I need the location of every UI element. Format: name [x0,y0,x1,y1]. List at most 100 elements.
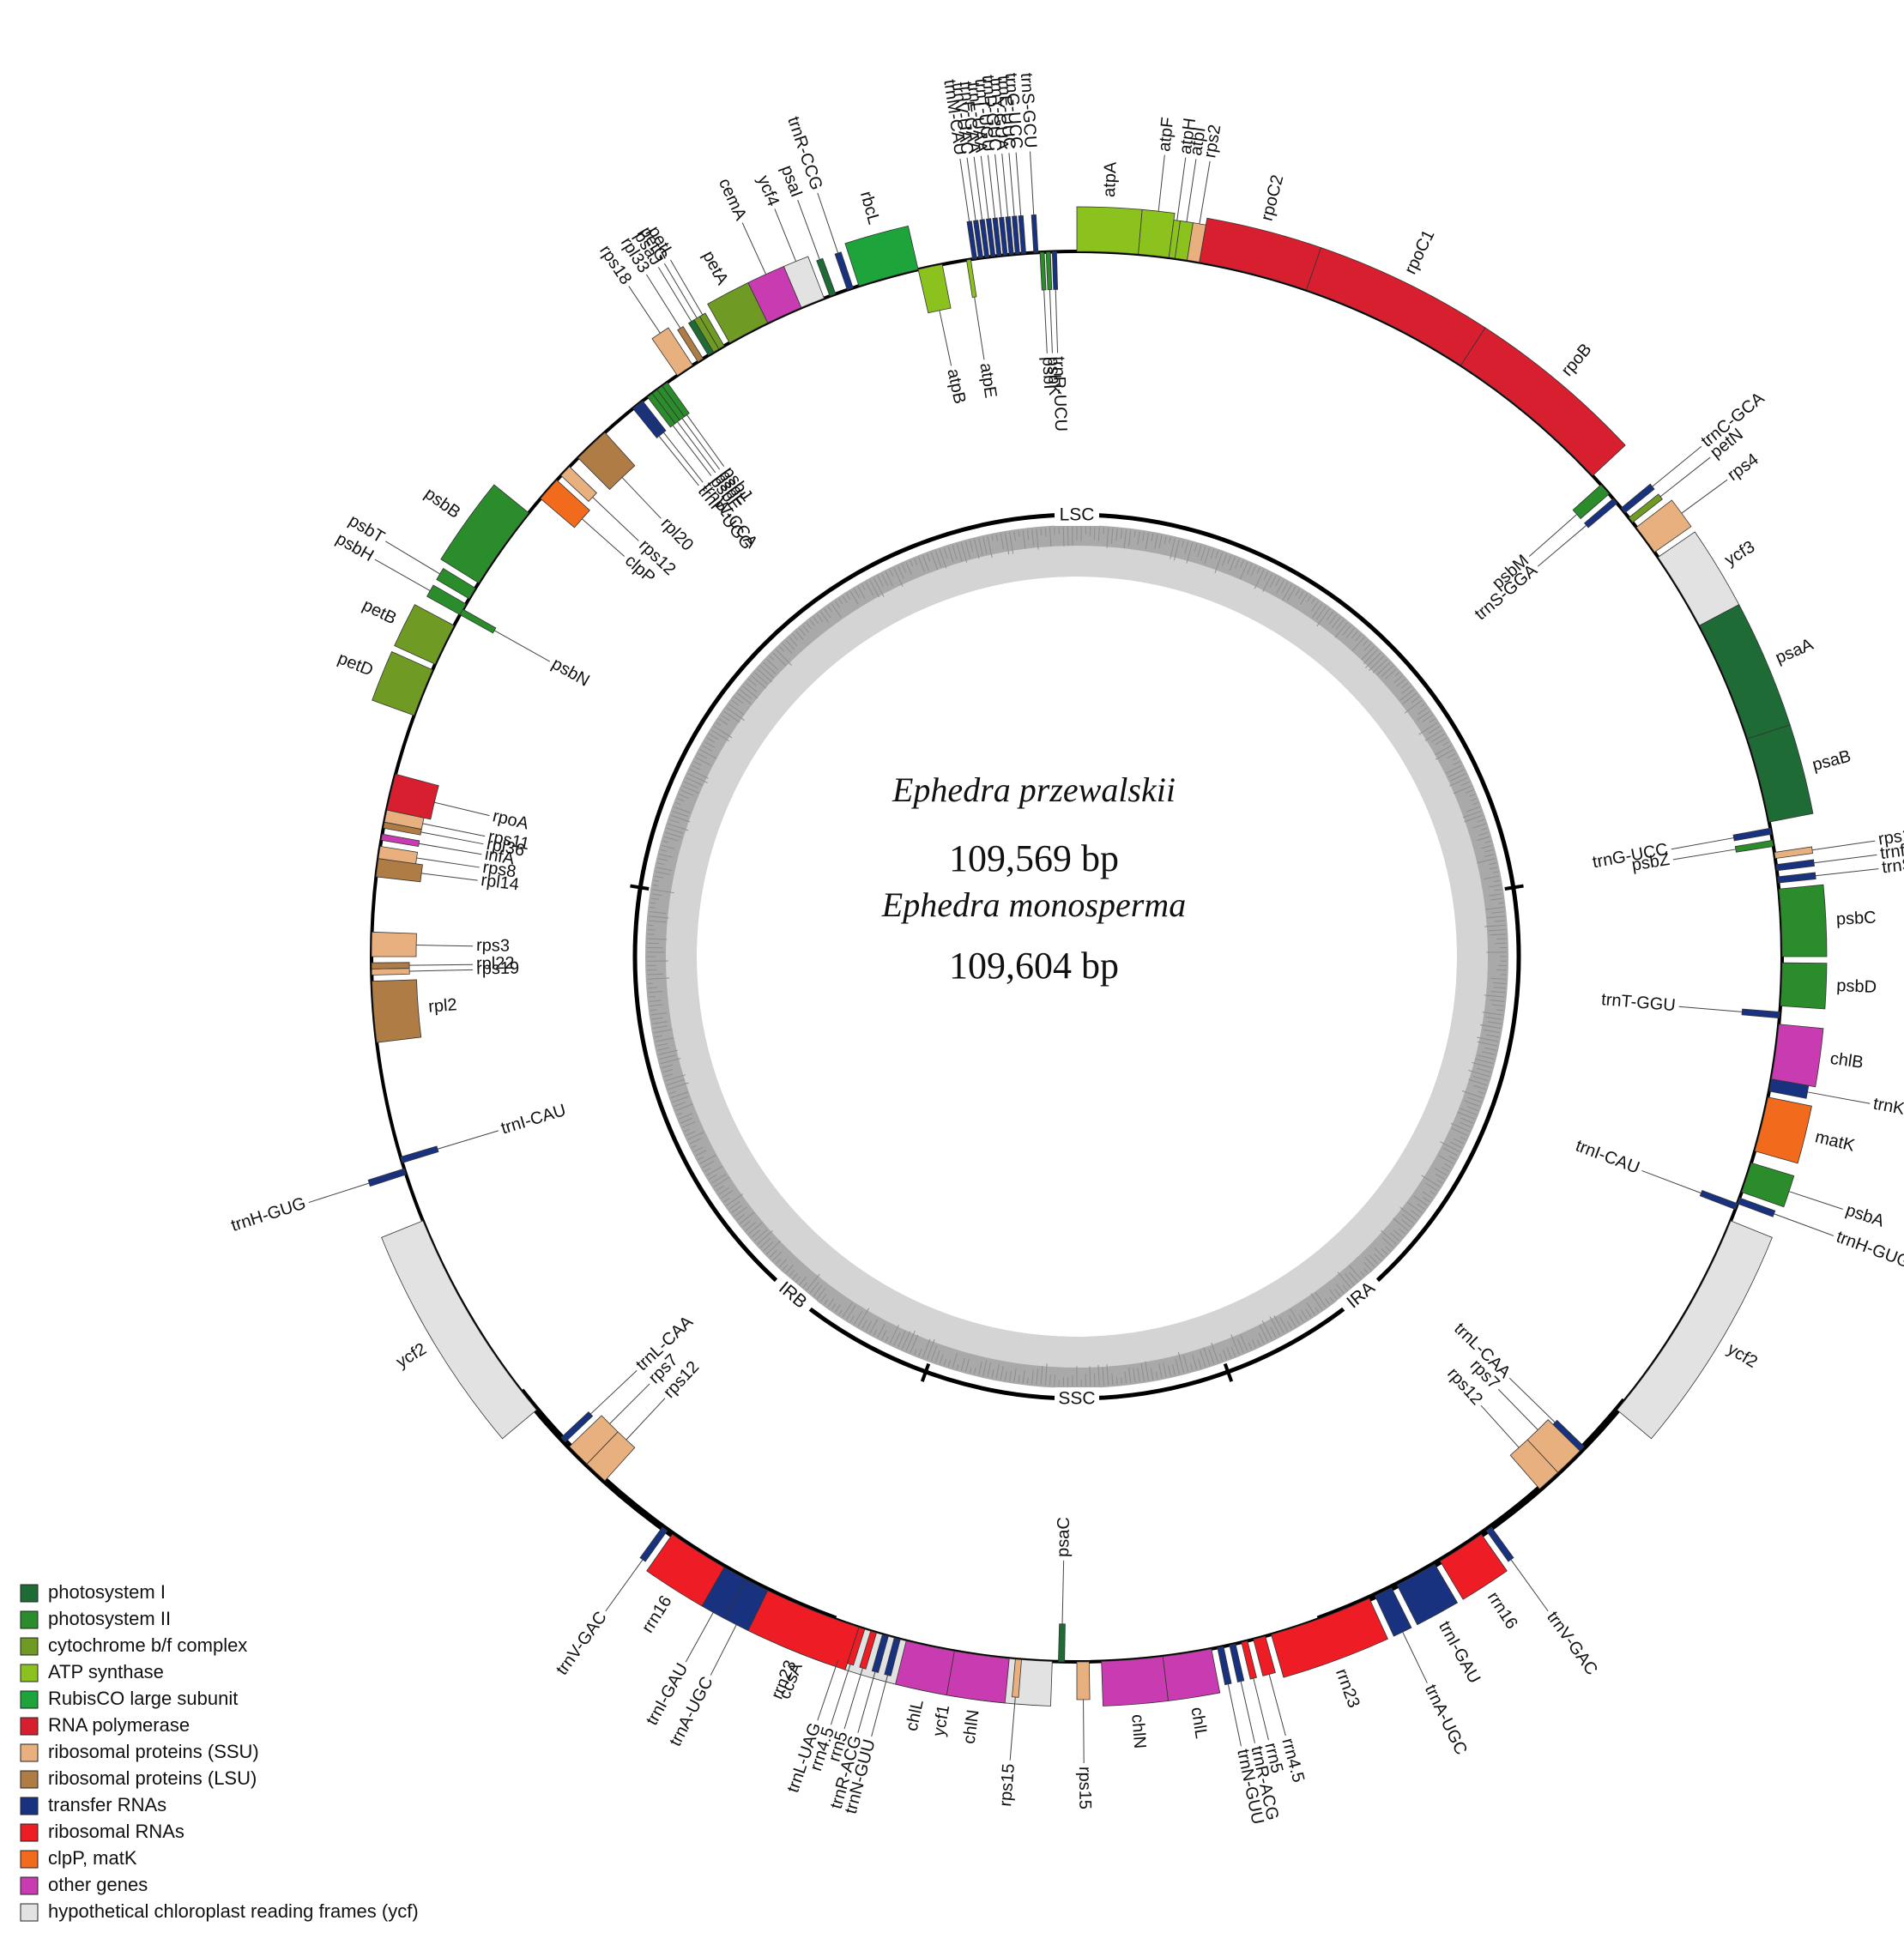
gene-label-ycf2: ycf2 [393,1339,430,1372]
genome-size-1: 109,569 bp [949,837,1119,879]
gene-ycf4 [783,256,825,308]
gene-label-psbn: psbN [548,655,592,691]
legend-swatch-ssu [20,1743,39,1762]
gene-label-rps19: rps19 [476,958,519,978]
species-name-2: Ephedra monosperma [881,885,1186,924]
gene-label-ycf4: ycf4 [753,172,783,208]
gene-label-psaa: psaA [1773,635,1816,667]
gene-trns-gcu [1031,214,1039,253]
gene-label-trna-ugc: trnA-UGC [1421,1682,1471,1758]
region-boundary-tick [1223,1362,1234,1382]
legend-swatch-ycf [20,1903,39,1922]
gene-infa [380,833,420,848]
gene-trnt-ggu [1741,1008,1780,1019]
gene-rps15 [1076,1661,1091,1700]
gene-label-rbcl: rbcL [856,190,884,227]
gene-trnn-guu [884,1637,901,1676]
gene-label-psac: psaC [1054,1517,1073,1557]
gene-label-ycf3: ycf3 [1721,537,1758,570]
region-ssc: SSC [1055,1387,1099,1410]
gene-psbn [459,608,497,634]
gene-rpl14 [375,858,423,883]
gene-rpl22 [371,962,410,970]
gene-atpf [1138,208,1176,258]
legend-swatch-cyt [20,1637,39,1656]
legend-label-rrna: ribosomal RNAs [48,1821,184,1842]
gene-psac [1058,1623,1066,1663]
gene-psab [1747,724,1814,823]
legend-label-psII: photosystem II [48,1608,171,1629]
gene-rpoc2 [1199,217,1322,291]
gene-rps2 [1187,222,1206,263]
gene-chll [895,1640,955,1696]
gene-trnk-uuu [1768,1078,1810,1099]
gene-trnv-gac [639,1526,668,1562]
gene-label-psbc: psbC [1835,909,1877,929]
gene-label-rpl22: rpl22 [476,954,515,974]
region-label-lsc: LSC [1060,505,1095,525]
gene-trnh-gug [367,1168,407,1187]
legend-swatch-trna [20,1797,39,1815]
gene-trni-cau [400,1145,439,1163]
gene-label-trnh-gug: trnH-GUG [229,1194,308,1235]
gene-label-atpb: atpB [943,367,969,406]
legend-swatch-psII [20,1610,39,1629]
inner-disc [697,577,1457,1337]
gene-trnl-uaa [986,218,996,257]
gene-atpa [1076,206,1143,255]
gene-trng-ucc [1018,214,1026,254]
gene-psbb [440,484,529,583]
gene-trnt-ugu [992,217,1002,257]
region-label-ssc: SSC [1058,1389,1095,1409]
gene-label-rps3: rps3 [476,936,510,956]
gene-atpe [965,258,977,299]
gene-chln [1101,1656,1169,1706]
gene-label-psbk: psbK [1043,356,1064,396]
legend-label-oth: other genes [48,1874,148,1895]
gene-psbd [1780,962,1828,1010]
gene-rps18 [651,327,693,377]
gene-label-rpl2: rpl2 [427,995,457,1017]
gene-label-rpoc2: rpoC2 [1257,173,1287,223]
gene-psbz [1734,839,1774,853]
gene-rpl2 [372,979,422,1043]
gene-label-rrn16: rrn16 [638,1592,676,1636]
gene-chln [946,1651,1010,1704]
gene-label-trnt-ggu: trnT-GGU [1600,990,1676,1015]
gene-rps8 [378,845,419,865]
gene-label-petd: petD [335,649,375,680]
gene-label-trns-gcu: trnS-GCU [1017,72,1040,148]
gene-rbcl [844,225,919,287]
gene-rrn4-5 [1253,1635,1276,1676]
gene-rps12 [1509,1439,1559,1489]
gene-rpl33 [677,326,704,363]
gene-rpoa [386,773,439,820]
legend-label-cyt: cytochrome b/f complex [48,1634,247,1656]
gene-trnm-cau [966,220,977,260]
gene-rrn23 [1271,1598,1388,1678]
gene-psai [816,257,837,297]
gene-label-trni-cau: trnI-CAU [499,1101,568,1138]
gene-trni-cau [1699,1189,1738,1211]
gene-rrn5 [1241,1640,1257,1680]
gene-label-rps4: rps4 [1724,450,1762,485]
gene-label-trnh-gug: trnH-GUG [1834,1228,1904,1272]
gene-trnl-caa [560,1411,594,1443]
gene-label-chll: chlL [903,1698,928,1732]
species-name-1: Ephedra przewalskii [892,770,1176,809]
gene-trne-uuc [1012,215,1020,255]
gene-trnr-ccg [834,251,854,291]
gene-label-chlb: chlB [1829,1049,1865,1072]
gene-label-trnv-gac: trnV-GAC [553,1608,611,1678]
gene-label-trnr-ucu: trnR-UCU [1049,356,1070,432]
gene-label-chln: chlN [1127,1713,1149,1749]
gene-trnr-ucu [1051,251,1059,290]
legend-label-clp: clpP, matK [48,1847,137,1869]
gene-label-atpe: atpE [976,361,1000,399]
center-title: Ephedra przewalskii 109,569 bp Ephedra m… [881,770,1186,987]
gene-trng-ucc [1732,827,1772,842]
gene-trnw-cca [637,400,667,435]
gene-label-psba: psbA [1843,1200,1887,1230]
gene-label-rpoc1: rpoC1 [1401,227,1439,278]
genome-rings [370,250,1784,1664]
